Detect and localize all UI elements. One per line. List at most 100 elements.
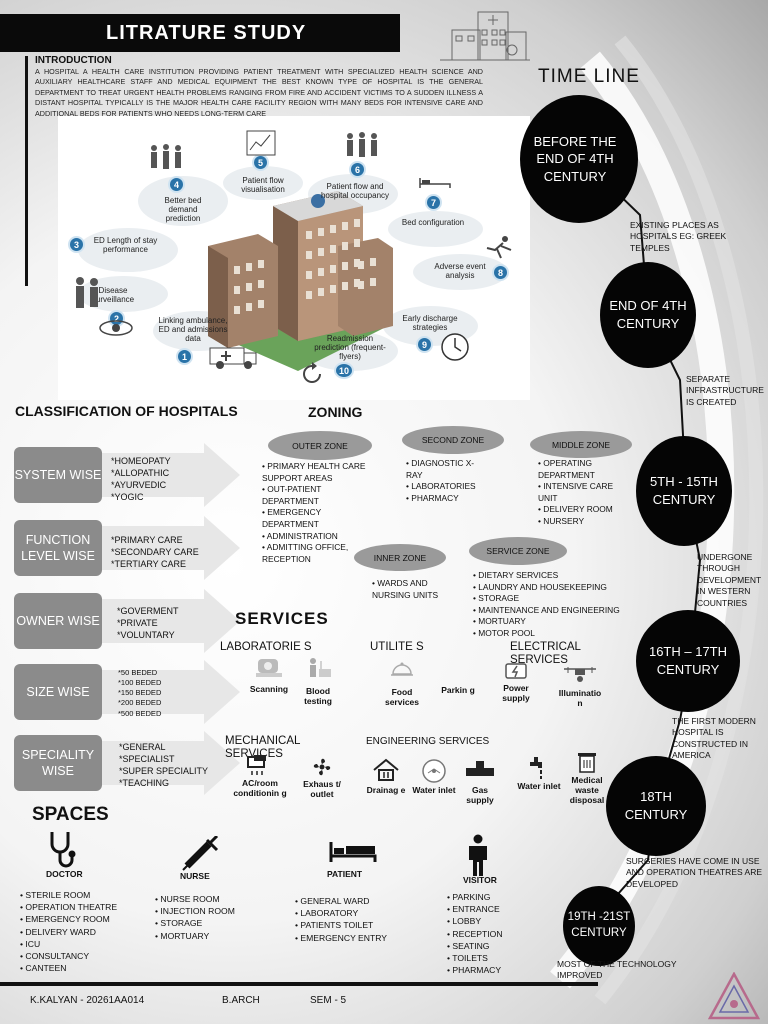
classification-label: FUNCTION LEVEL WISE <box>14 520 102 576</box>
diagram-label-8: Adverse event analysis <box>434 262 486 281</box>
zone-inner-list: WARDS AND NURSING UNITS <box>372 578 442 601</box>
space-doctor-label: DOCTOR <box>46 869 83 879</box>
page-title: LITRATURE STUDY <box>0 14 400 52</box>
space-nurse-list: NURSE ROOMINJECTION ROOMSTORAGEMORTUARY <box>155 893 234 942</box>
diagram-label-3: ED Length of stay performance <box>93 236 158 255</box>
ambulance-icon <box>209 347 257 369</box>
eye-icon <box>99 320 133 336</box>
diagram-number-1: 1 <box>176 348 193 365</box>
classification-items: *50 BEDED*100 BEDED*150 BEDED*200 BEDED*… <box>118 668 162 718</box>
ac-icon <box>247 755 266 775</box>
person-icon <box>469 834 487 876</box>
bed-icon <box>329 842 377 862</box>
classification-label: SIZE WISE <box>14 664 102 720</box>
diagram-label-4: Better bed demand prediction <box>164 196 202 224</box>
diagram-label-5: Patient flow visualisation <box>241 176 285 195</box>
patient-flow-diagram: Linking ambulance, ED and admissions dat… <box>58 116 530 400</box>
diagram-label-2: Disease surveillance <box>91 286 135 305</box>
spaces-heading: SPACES <box>32 804 109 825</box>
service-power-supply: Power supply <box>495 662 537 704</box>
classification-label: OWNER WISE <box>14 593 102 649</box>
space-patient-label: PATIENT <box>327 869 363 879</box>
service-parking: Parkin g <box>441 685 475 695</box>
services-engineering: ENGINEERING SERVICES <box>366 736 490 747</box>
hospital-building-illustration <box>208 191 393 371</box>
services-utilities: UTILITE S <box>370 641 424 653</box>
classification-items: *PRIMARY CARE*SECONDARY CARE*TERTIARY CA… <box>111 535 199 570</box>
hospital-sketch-icon <box>440 11 530 61</box>
zone-middle-list: OPERATING DEPARTMENTINTENSIVE CARE UNITD… <box>538 458 628 528</box>
services-heading: SERVICES <box>235 609 329 628</box>
classification-items: *HOMEOPATY*ALLOPATHIC*AYURVEDIC*YOGIC <box>111 456 171 503</box>
drain-icon <box>373 758 399 781</box>
space-doctor-list: STERILE ROOMOPERATION THEATREEMERGENCY R… <box>20 889 117 974</box>
timeline-note-4: THE FIRST MODERN HOSPITAL IS CONSTRUCTED… <box>672 716 756 761</box>
classification-owner-wise: OWNER WISE *GOVERMENT*PRIVATE*VOLUNTARY <box>14 589 240 653</box>
service-medical-waste: Medical waste disposal <box>561 750 613 805</box>
zoning-heading: ZONING <box>308 404 363 420</box>
classification-label: SYSTEM WISE <box>14 447 102 503</box>
space-nurse-label: NURSE <box>180 871 210 881</box>
timeline-note-3: UNDERGONE THROUGH DEVELOPMENT IN WESTERN… <box>697 552 762 608</box>
service-ac: AC/room conditionin g <box>228 753 292 799</box>
service-scanning: Scanning <box>242 655 296 695</box>
cycle-arrow-icon <box>303 362 321 383</box>
timeline-circle-5: 18TH CENTURY <box>606 756 706 856</box>
stethoscope-icon <box>50 832 76 868</box>
timeline-circle-3: 5TH - 15TH CENTURY <box>636 436 732 546</box>
college-logo-icon <box>708 972 760 1020</box>
intro-heading: INTRODUCTION <box>35 55 112 66</box>
zone-second-list: DIAGNOSTIC X-RAYLABORATORIESPHARMACY <box>406 458 486 504</box>
diagram-number-8: 8 <box>492 264 509 281</box>
service-water-inlet-2: Water inlet <box>517 754 561 792</box>
zone-outer-list: PRIMARY HEALTH CARE SUPPORT AREASOUT-PAT… <box>262 461 377 565</box>
services-mechanical: MECHANICAL SERVICES <box>225 735 300 760</box>
power-icon <box>505 663 527 679</box>
diagram-number-7: 7 <box>425 194 442 211</box>
elderly-people-icon <box>76 277 98 308</box>
scanner-icon <box>256 659 282 677</box>
gauge-icon <box>422 759 446 783</box>
syringe-icon <box>182 836 219 871</box>
diagram-label-6: Patient flow and hospital occupancy <box>320 182 390 201</box>
chart-icon <box>246 130 276 156</box>
diagram-label-10: Readmission prediction (frequent-flyers) <box>314 334 386 362</box>
food-icon <box>391 662 413 676</box>
intro-text: A HOSPITAL A HEALTH CARE INSTITUTION PRO… <box>35 67 483 118</box>
service-illumination: Illuminatio n <box>558 665 602 709</box>
service-drainage: Drainag e <box>362 758 410 796</box>
service-gas-supply: Gas supply <box>458 758 502 806</box>
classification-items: *GOVERMENT*PRIVATE*VOLUNTARY <box>117 606 179 641</box>
timeline-circle-4: 16TH – 17TH CENTURY <box>636 610 740 712</box>
zone-inner: INNER ZONE <box>354 544 446 571</box>
space-visitor-list: PARKINGENTRANCELOBBYRECEPTIONSEATINGTOIL… <box>447 891 502 976</box>
zone-outer: OUTER ZONE <box>268 431 372 460</box>
services-laboratories: LABORATORIE S <box>220 641 312 653</box>
service-blood-testing: Blood testing <box>296 655 340 707</box>
services-electrical: ELECTRICAL SERVICES <box>510 641 581 666</box>
waste-bin-icon <box>578 753 596 773</box>
space-patient-list: GENERAL WARDLABORATORYPATIENTS TOILETEME… <box>295 895 387 944</box>
people-group-icon-2 <box>347 132 377 157</box>
bed-icon-diagram <box>419 178 451 188</box>
diagram-number-3: 3 <box>68 236 85 253</box>
classification-function-level-wise: FUNCTION LEVEL WISE *PRIMARY CARE*SECOND… <box>14 516 240 580</box>
fan-icon <box>313 758 331 776</box>
zone-middle: MIDDLE ZONE <box>530 431 632 458</box>
people-group-icon <box>151 144 181 169</box>
classification-speciality-wise: SPECIALITY WISE *GENERAL*SPECIALIST*SUPE… <box>14 731 240 795</box>
falling-person-icon <box>486 236 512 259</box>
classification-items: *GENERAL*SPECIALIST*SUPER SPECIALITY*TEA… <box>119 742 209 789</box>
timeline-note-6: MOST OF THE TECHNOLOGY IMPROVED <box>557 959 677 981</box>
zone-service-list: DIETARY SERVICESLAUNDRY AND HOUSEKEEPING… <box>473 570 633 640</box>
service-exhaust: Exhaus t/ outlet <box>300 756 344 800</box>
classification-label: SPECIALITY WISE <box>14 735 102 791</box>
zone-second: SECOND ZONE <box>402 426 504 454</box>
diagram-label-7: Bed configuration <box>401 218 465 227</box>
diagram-label-9: Early discharge strategies <box>402 314 458 333</box>
footer-divider <box>0 982 598 986</box>
footer-student: K.KALYAN - 20261AA014 <box>30 995 145 1006</box>
diagram-number-4: 4 <box>168 176 185 193</box>
space-visitor-label: VISITOR <box>463 875 497 885</box>
clock-icon <box>441 333 469 361</box>
